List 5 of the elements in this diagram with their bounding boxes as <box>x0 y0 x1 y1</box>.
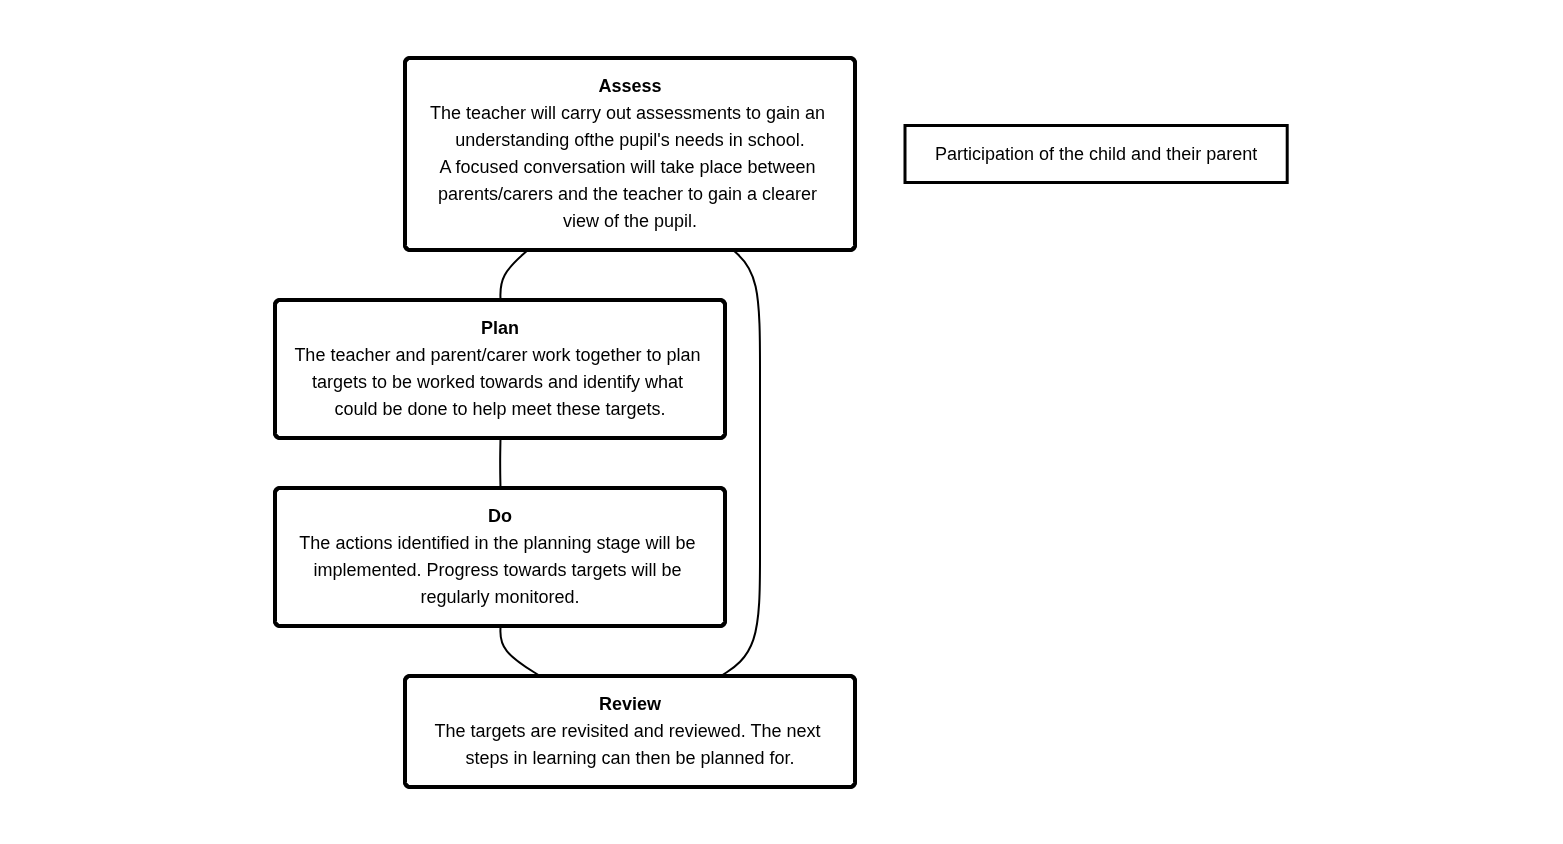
node-text: Review The targets are revisited and reviewed. The next steps in learning can then be planned for. <box>434 693 821 768</box>
node-box: Participation of the child and their parent <box>903 123 1290 184</box>
node-text: Do The actions identified in the planning stage will be implemented. Progress towards targets will be regularly monitored. <box>299 505 697 607</box>
node-text: Assess The teacher will carry out assessments to gain an understanding ofthe pupil's needs in school. A focused conversation will take place between parents/carers and the teacher to gain a clearer view of the pupil. <box>430 75 826 231</box>
node-text: Plan The teacher and parent/carer work together to plan targets to be worked towards and identify what could be done to help meet these targets. <box>294 317 702 419</box>
